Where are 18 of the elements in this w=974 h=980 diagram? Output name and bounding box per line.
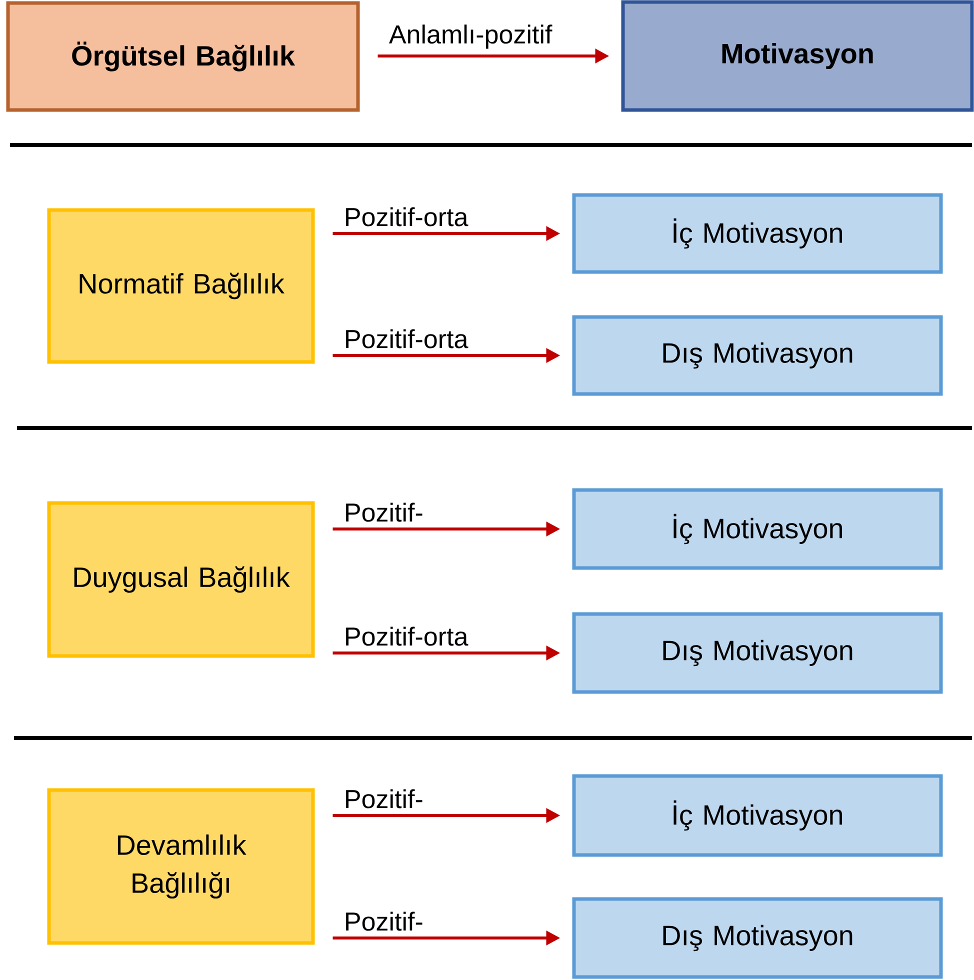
titled-box: Motivasyon bbox=[621, 0, 974, 112]
motivation-box: İç Motivasyon bbox=[572, 488, 943, 570]
edge-label: Pozitif-orta bbox=[346, 207, 468, 226]
edge-label: Pozitif-orta bbox=[346, 626, 468, 646]
motivation-box: İç Motivasyon bbox=[572, 774, 943, 857]
edge-label: Anlamlı-pozitif bbox=[389, 24, 552, 49]
edge-label: Pozitif-orta bbox=[346, 329, 468, 348]
commitment-box: Normatif Bağlılık bbox=[47, 208, 315, 364]
motivation-box: Dış Motivasyon bbox=[572, 612, 943, 694]
edge-label: Pozitif- bbox=[346, 502, 422, 522]
motivation-box: İç Motivasyon bbox=[572, 193, 943, 274]
titled-box: Örgütsel Bağlılık bbox=[6, 1, 360, 112]
motivation-box: Dış Motivasyon bbox=[572, 315, 943, 396]
edge-label: Pozitif- bbox=[346, 789, 422, 808]
commitment-box: Duygusal Bağlılık bbox=[47, 501, 315, 658]
motivation-box: Dış Motivasyon bbox=[572, 897, 943, 979]
commitment-box: Devamlılık Bağlılığı bbox=[47, 788, 315, 945]
edge-label: Pozitif- bbox=[346, 912, 422, 931]
